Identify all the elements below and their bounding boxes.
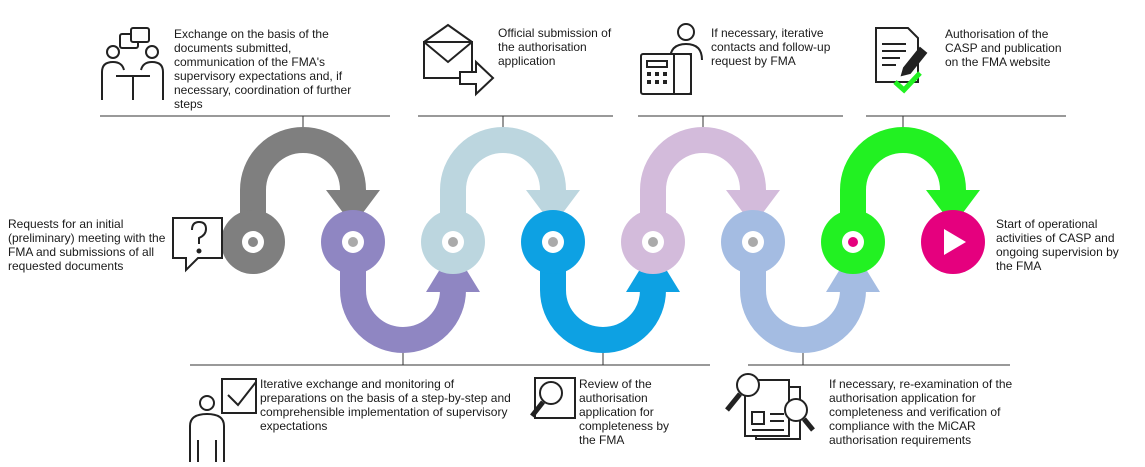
arch-lavender (640, 127, 766, 242)
step6-label: If necessary, re-examination of the auth… (829, 377, 1013, 447)
arch-purple (340, 242, 466, 353)
document-check-icon (875, 27, 928, 94)
arch-green (840, 127, 966, 242)
checklist-person-icon (189, 378, 257, 462)
step2-label: Iterative exchange and monitoring of pre… (260, 377, 511, 433)
documents-magnifier-icon (725, 373, 815, 440)
step3-label: Official submission of the authorisation… (498, 26, 612, 68)
nodes (221, 210, 885, 274)
step5-label: If necessary, iterative contacts and fol… (711, 26, 831, 68)
connector-lines (100, 115, 1066, 366)
arrowhead-lavender (726, 190, 780, 226)
magnifier-document-icon (530, 377, 576, 419)
arrowhead-gray (326, 190, 380, 226)
arch-blue (540, 242, 666, 353)
question-bubble-icon (172, 217, 223, 273)
step7-label: Authorisation of the CASP and publicatio… (945, 27, 1062, 69)
start-label: Requests for an initial (preliminary) me… (8, 217, 166, 273)
arch-light-blue (440, 127, 566, 242)
play-icon (921, 210, 985, 274)
arch-gray (240, 127, 366, 242)
envelope-arrow-icon (423, 23, 495, 97)
arch-periwinkle (740, 242, 866, 353)
meeting-icon (101, 27, 164, 100)
phone-person-icon (640, 23, 703, 95)
arrowhead-light-blue (526, 190, 580, 226)
step1-label: Exchange on the basis of the documents s… (174, 27, 352, 111)
arrowhead-green (926, 190, 980, 226)
step4-label: Review of the authorisation application … (579, 377, 670, 447)
end-label: Start of operational activities of CASP … (996, 217, 1119, 273)
